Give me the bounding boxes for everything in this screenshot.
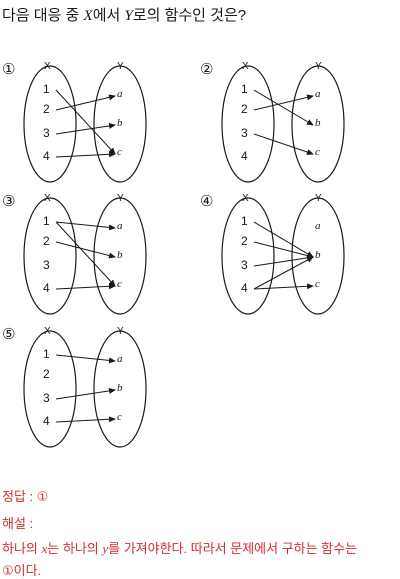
domain-element-3: 3 — [43, 258, 50, 272]
mapping-svg — [23, 330, 147, 448]
option-number: ③ — [2, 193, 16, 210]
codomain-element-b: b — [117, 249, 123, 261]
mapping-arrow-1-c — [55, 221, 116, 287]
mapping-arrow-2-b — [253, 241, 314, 259]
answer-label: 정답 : ① — [2, 489, 49, 504]
domain-element-1: 1 — [43, 347, 50, 361]
mapping-arrow-4-c — [55, 416, 116, 423]
codomain-element-c: c — [117, 278, 122, 290]
codomain-set-y — [93, 197, 147, 315]
codomain-element-c: c — [315, 278, 320, 290]
set-label-x: X — [44, 61, 51, 72]
option-number: ⑤ — [2, 326, 16, 343]
domain-element-2: 2 — [43, 102, 50, 116]
codomain-element-b: b — [315, 117, 321, 129]
domain-element-3: 3 — [43, 126, 50, 140]
codomain-element-a: a — [117, 88, 123, 100]
set-label-x: X — [242, 193, 249, 204]
option-number: ① — [2, 61, 16, 78]
option-diagram-2: ② X Y 1 2 3 4 a b c — [198, 0, 358, 183]
set-label-x: X — [44, 193, 51, 204]
mapping-arrow-1-b — [253, 221, 314, 258]
question-text: 다음 대응 중 X에서 Y로의 함수인 것은? — [2, 7, 247, 24]
mapping-arrow-1-a — [55, 221, 116, 231]
mapping-arrow-1-b — [253, 89, 314, 126]
domain-element-1: 1 — [43, 214, 50, 228]
option-number: ② — [200, 61, 214, 78]
set-label-y: Y — [117, 326, 124, 337]
mapping-arrow-4-c — [55, 283, 116, 290]
domain-set-x — [23, 197, 77, 315]
codomain-element-a: a — [315, 88, 321, 100]
domain-element-1: 1 — [241, 82, 248, 96]
mapping-arrow-4-c — [253, 283, 314, 290]
domain-element-4: 4 — [241, 149, 248, 163]
option-diagram-4: ④ X Y 1 2 3 4 a b c — [198, 132, 358, 315]
domain-element-4: 4 — [241, 281, 248, 295]
mapping-svg — [23, 65, 147, 183]
codomain-element-a: a — [117, 353, 123, 365]
domain-element-3: 3 — [241, 126, 248, 140]
mapping-arrow-3-b — [55, 122, 116, 135]
domain-element-3: 3 — [43, 391, 50, 405]
domain-element-4: 4 — [43, 414, 50, 428]
option-diagram-5: ⑤ X Y 1 2 3 4 a b c — [0, 265, 160, 448]
codomain-element-a: a — [315, 220, 321, 232]
codomain-element-c: c — [117, 146, 122, 158]
codomain-element-a: a — [117, 220, 123, 232]
domain-element-2: 2 — [43, 234, 50, 248]
codomain-element-b: b — [117, 382, 123, 394]
domain-element-3: 3 — [241, 258, 248, 272]
codomain-element-c: c — [315, 146, 320, 158]
codomain-set-y — [93, 65, 147, 183]
codomain-element-b: b — [315, 249, 321, 261]
domain-element-1: 1 — [241, 214, 248, 228]
set-label-y: Y — [315, 193, 322, 204]
domain-element-2: 2 — [241, 102, 248, 116]
codomain-element-b: b — [117, 117, 123, 129]
domain-element-2: 2 — [241, 234, 248, 248]
mapping-arrow-4-b — [253, 256, 314, 290]
explanation-line-2: ①이다. — [2, 563, 42, 578]
option-diagram-1: ① X Y 1 2 3 4 a b c — [0, 0, 160, 183]
mapping-arrow-3-c — [253, 133, 314, 155]
mapping-arrow-1-a — [55, 354, 116, 364]
mapping-arrow-2-b — [55, 241, 116, 259]
mapping-arrow-2-a — [55, 94, 116, 111]
domain-set-x — [23, 330, 77, 448]
option-number: ④ — [200, 193, 214, 210]
domain-set-x — [23, 65, 77, 183]
set-label-x: X — [44, 326, 51, 337]
domain-element-4: 4 — [43, 281, 50, 295]
domain-set-x — [221, 197, 275, 315]
mapping-arrow-4-c — [55, 151, 116, 158]
set-label-y: Y — [117, 61, 124, 72]
set-label-y: Y — [117, 193, 124, 204]
explanation-line-1: 하나의 x는 하나의 y를 가져야한다. 따라서 문제에서 구하는 함수는 — [2, 541, 358, 556]
set-label-x: X — [242, 61, 249, 72]
codomain-element-c: c — [117, 411, 122, 423]
codomain-set-y — [291, 65, 345, 183]
mapping-arrow-3-b — [253, 254, 314, 267]
domain-element-1: 1 — [43, 82, 50, 96]
domain-set-x — [221, 65, 275, 183]
domain-element-4: 4 — [43, 149, 50, 163]
codomain-set-y — [93, 330, 147, 448]
mapping-arrow-3-b — [55, 387, 116, 400]
mapping-svg — [221, 197, 345, 315]
codomain-set-y — [291, 197, 345, 315]
mapping-arrow-1-c — [55, 89, 116, 155]
set-label-y: Y — [315, 61, 322, 72]
mapping-svg — [23, 197, 147, 315]
explanation-label: 해설 : — [2, 516, 34, 531]
option-diagram-3: ③ X Y 1 2 3 4 a b c — [0, 132, 160, 315]
mapping-arrow-2-a — [253, 94, 314, 111]
domain-element-2: 2 — [43, 367, 50, 381]
mapping-svg — [221, 65, 345, 183]
